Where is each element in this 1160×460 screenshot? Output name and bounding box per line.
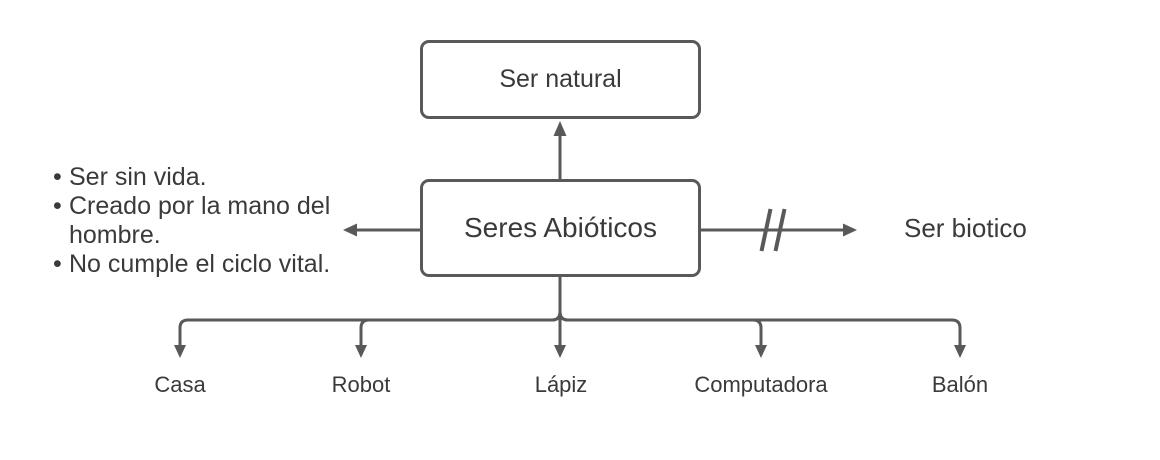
up-arrow-connector [553, 121, 567, 179]
leaf-computadora: Computadora [694, 372, 828, 397]
right-arrowhead-icon [843, 223, 857, 237]
node-seres-abioticos: Seres Abióticos [420, 179, 701, 277]
down-arrowhead-icon [355, 345, 367, 358]
right-arrow-connector [700, 208, 857, 252]
double-slash-break-icon [759, 208, 787, 252]
up-arrowhead-icon [553, 121, 567, 136]
down-arrowhead-icon [174, 345, 186, 358]
leaf-robot: Robot [331, 372, 391, 397]
node-ser-biotico: Ser biotico [904, 213, 1027, 243]
list-item: No cumple el ciclo vital. [53, 250, 351, 279]
leaf-casa: Casa [154, 372, 206, 397]
list-item: Ser sin vida. [53, 163, 351, 192]
leaf-balon: Balón [931, 372, 989, 397]
node-ser-natural: Ser natural [420, 40, 701, 119]
down-arrowhead-icon [554, 345, 566, 358]
left-arrow-connector [343, 223, 420, 237]
list-item: Creado por la mano del hombre. [53, 192, 351, 250]
node-label: Seres Abióticos [464, 212, 657, 243]
down-arrowhead-icon [755, 345, 767, 358]
tree-connector [174, 277, 966, 358]
node-label: Ser natural [499, 65, 622, 93]
characteristics-list: Ser sin vida. Creado por la mano del hom… [53, 163, 353, 279]
leaf-lapiz: Lápiz [534, 372, 588, 397]
down-arrowhead-icon [954, 345, 966, 358]
